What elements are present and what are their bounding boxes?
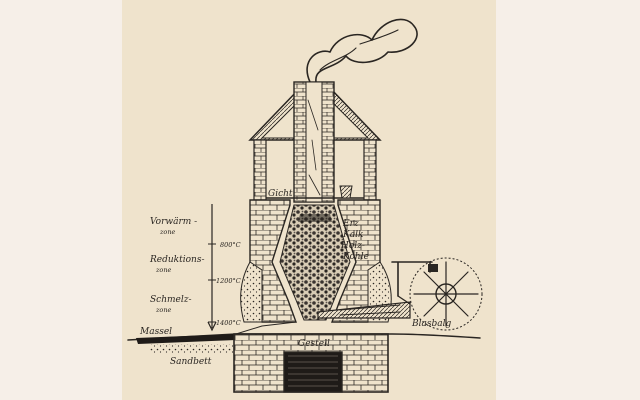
label-temp-1400: 1400°C	[216, 319, 241, 327]
label-vorwaermzone: Vorwärm -	[150, 217, 197, 227]
label-schmelzzone: Schmelz-	[150, 295, 192, 305]
label-holzkohle-line1: Holz-	[340, 241, 365, 251]
label-schmelzzone-sub: zone	[155, 306, 172, 314]
label-temp-800: 800°C	[220, 241, 241, 249]
label-blasbalg: Blasbalg	[411, 319, 451, 329]
furnace-charge	[279, 204, 351, 321]
bellows-wheel	[409, 257, 483, 331]
hearth-opening	[283, 351, 343, 393]
label-holzkohle-line2: Kohle	[342, 252, 369, 262]
temperature-scale	[207, 204, 217, 332]
label-erz: Erz	[342, 219, 359, 229]
label-gicht: Gicht	[268, 189, 293, 199]
smoke-plume	[306, 18, 418, 83]
massel-bar	[136, 334, 236, 344]
label-sandbett: Sandbett	[170, 357, 212, 367]
sand-bed	[150, 344, 234, 354]
label-vorwaermzone-sub: zone	[159, 228, 176, 236]
label-temp-1200: 1200°C	[216, 277, 241, 285]
label-massel: Massel	[139, 327, 172, 337]
charging-bucket	[339, 185, 353, 199]
label-reduktionszone-sub: zone	[155, 266, 172, 274]
label-reduktionszone: Reduktions-	[149, 255, 204, 265]
label-gestell: Gestell	[298, 339, 330, 349]
label-kalk: Kalk	[342, 230, 363, 240]
